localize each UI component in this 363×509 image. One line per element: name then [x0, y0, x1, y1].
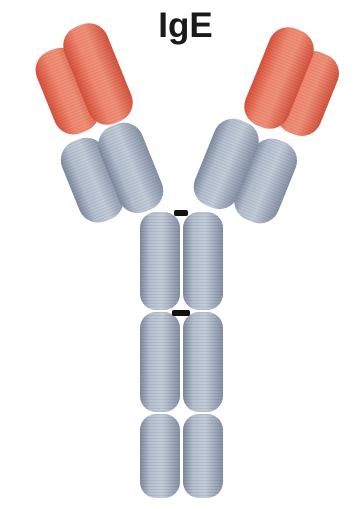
fc-stem — [140, 212, 223, 498]
disulfide-bond-upper — [174, 210, 188, 216]
disulfide-bond-middle — [172, 310, 190, 316]
left-fab-arm — [30, 17, 170, 228]
right-fab-arm — [188, 21, 345, 229]
